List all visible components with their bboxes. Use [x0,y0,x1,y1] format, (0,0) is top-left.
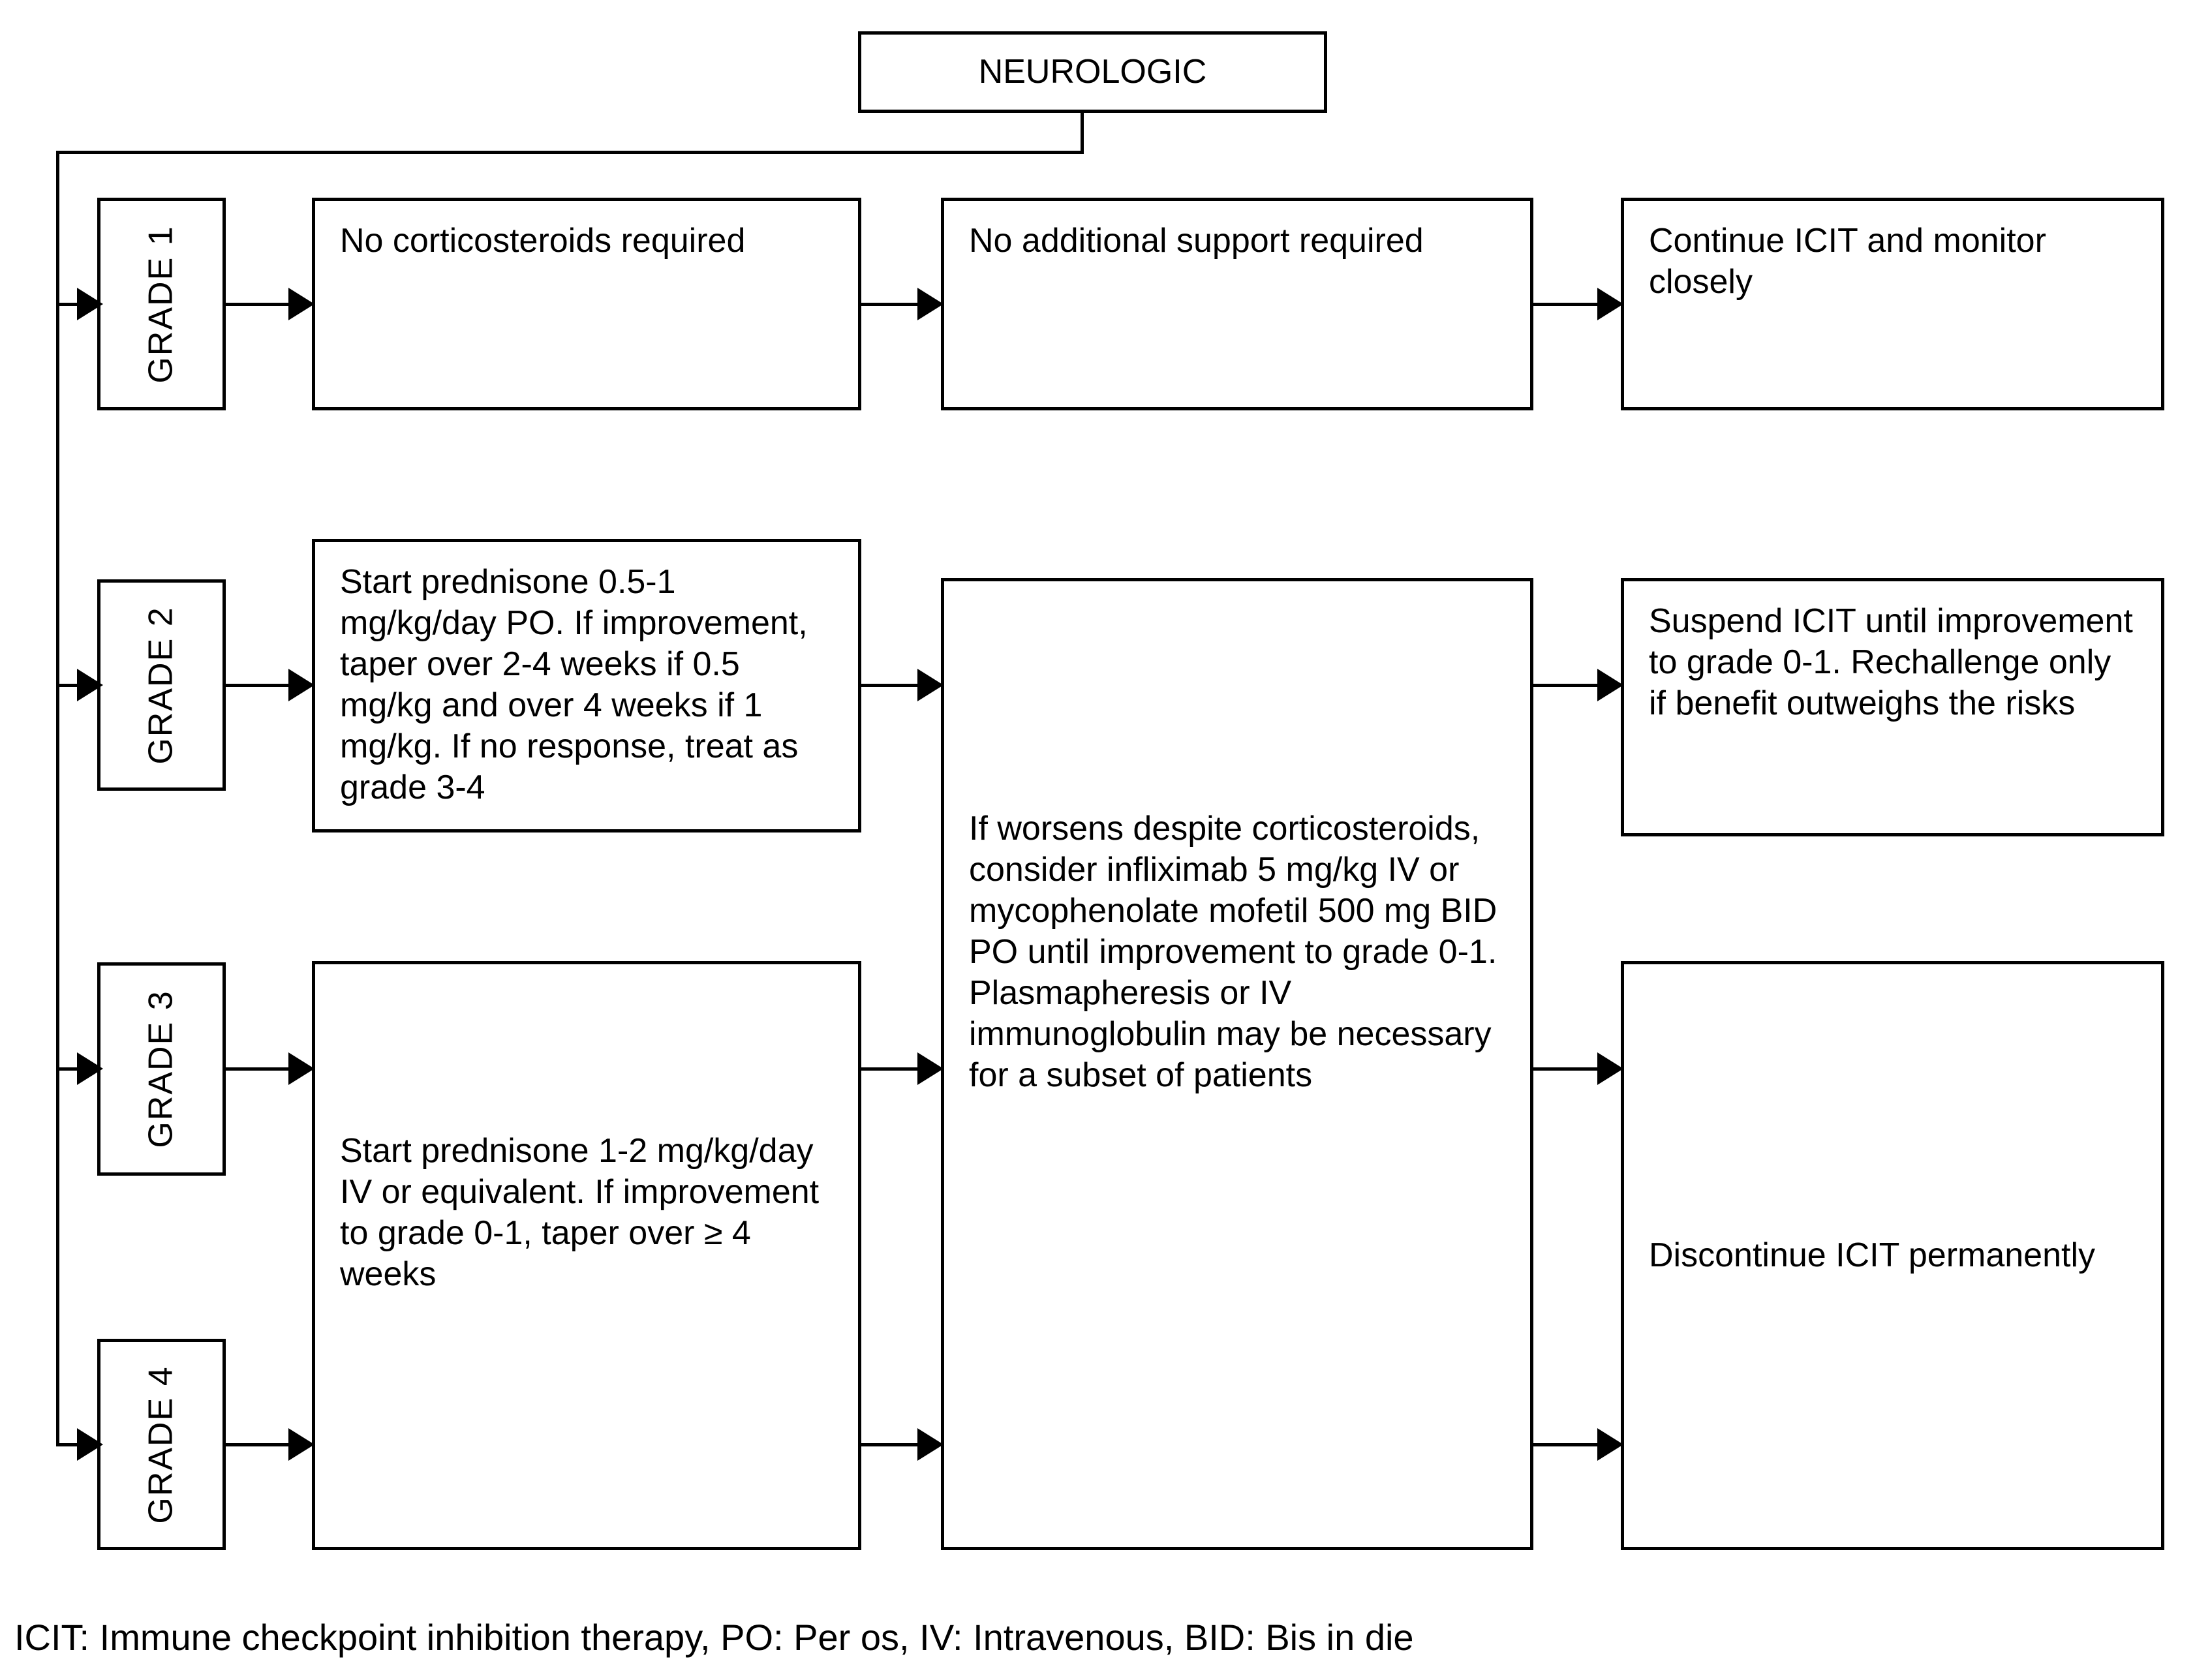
grade-1-outcome-box: Continue ICIT and monitor closely [1621,198,2164,410]
arrowhead-icon [77,1052,103,1085]
arrowhead-icon [917,1052,944,1085]
connector-treatment34-to-escalation-lower [859,1443,917,1446]
connector-grade4-to-treatment [226,1443,288,1446]
connector-treatment1-to-support [859,303,917,306]
grade-3-4-outcome-box: Discontinue ICIT permanently [1621,961,2164,1550]
connector-escalation-to-suspend [1531,684,1597,687]
grade-4-label-box: GRADE 4 [97,1339,226,1550]
grade-3-label: GRADE 3 [142,990,181,1148]
arrowhead-icon [77,669,103,701]
grade-3-4-treatment-box: Start prednisone 1-2 mg/kg/day IV or equ… [312,961,861,1550]
connector-grade3-to-treatment [226,1067,288,1071]
grade-2-treatment-text: Start prednisone 0.5-1 mg/kg/day PO. If … [340,563,808,806]
arrowhead-icon [1597,1052,1623,1085]
connector-treatment2-to-escalation [859,684,917,687]
grade-4-label: GRADE 4 [142,1365,181,1524]
arrowhead-icon [288,669,315,701]
grade-1-support-text: No additional support required [969,222,1424,260]
connector-grade2-to-treatment [226,684,288,687]
grade-1-support-box: No additional support required [941,198,1533,410]
connector-trunk-to-grade2 [56,684,77,687]
connector-trunk-horizontal [56,151,1084,154]
connector-escalation-to-discontinue-upper [1531,1067,1597,1071]
grade-1-treatment-text: No corticosteroids required [340,222,746,260]
grade-1-label: GRADE 1 [142,224,181,384]
neurologic-title: NEUROLOGIC [978,53,1207,91]
arrowhead-icon [917,288,944,320]
grade-1-outcome-text: Continue ICIT and monitor closely [1649,222,2046,301]
connector-escalation-to-discontinue-lower [1531,1443,1597,1446]
connector-support1-to-outcome [1531,303,1597,306]
arrowhead-icon [288,1052,315,1085]
arrowhead-icon [288,1428,315,1461]
grade-3-4-outcome-text: Discontinue ICIT permanently [1649,1236,2096,1274]
arrowhead-icon [917,669,944,701]
grade-2-outcome-box: Suspend ICIT until improvement to grade … [1621,578,2164,836]
arrowhead-icon [1597,288,1623,320]
connector-trunk-to-grade4 [56,1443,77,1446]
arrowhead-icon [917,1428,944,1461]
grade-3-4-treatment-text: Start prednisone 1-2 mg/kg/day IV or equ… [340,1132,820,1293]
grade-3-label-box: GRADE 3 [97,962,226,1176]
neurologic-title-box: NEUROLOGIC [858,31,1327,113]
grade-1-treatment-box: No corticosteroids required [312,198,861,410]
connector-grade1-to-treatment [226,303,288,306]
connector-trunk-to-grade1 [56,303,77,306]
connector-treatment34-to-escalation-upper [859,1067,917,1071]
grade-2-label: GRADE 2 [142,605,181,765]
arrowhead-icon [77,1428,103,1461]
arrowhead-icon [1597,669,1623,701]
arrowhead-icon [77,288,103,320]
grade-2-treatment-box: Start prednisone 0.5-1 mg/kg/day PO. If … [312,539,861,832]
escalation-text: If worsens despite corticosteroids, cons… [969,810,1497,1094]
arrowhead-icon [1597,1428,1623,1461]
grade-2-outcome-text: Suspend ICIT until improvement to grade … [1649,602,2133,722]
escalation-box: If worsens despite corticosteroids, cons… [941,578,1533,1550]
legend-text: ICIT: Immune checkpoint inhibition thera… [14,1617,1414,1658]
connector-trunk-to-grade3 [56,1067,77,1071]
grade-2-label-box: GRADE 2 [97,579,226,791]
grade-1-label-box: GRADE 1 [97,198,226,410]
connector-trunk-vertical [56,151,59,1446]
arrowhead-icon [288,288,315,320]
connector-title-drop [1081,111,1084,154]
